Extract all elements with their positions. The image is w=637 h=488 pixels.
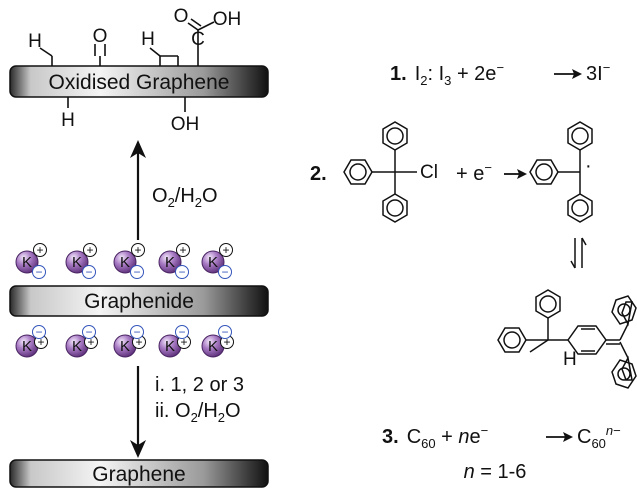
svg-text:−: − bbox=[178, 325, 185, 339]
svg-text:−: − bbox=[178, 265, 185, 279]
negative-charge: − bbox=[218, 325, 232, 339]
oxidised-graphene-label: Oxidised Graphene bbox=[49, 71, 230, 94]
reaction-3-equation: 3.C60 + ne− bbox=[382, 423, 488, 451]
oh-label: OH bbox=[213, 9, 242, 30]
potassium-ion: K +− bbox=[15, 325, 48, 358]
reaction-3-arrow bbox=[546, 432, 573, 442]
potassium-ion: K + − bbox=[158, 243, 190, 279]
svg-text:+: + bbox=[86, 243, 93, 257]
potassium-symbol: K bbox=[120, 338, 130, 355]
potassium-symbol: K bbox=[165, 338, 175, 355]
equilibrium-arrows bbox=[570, 237, 587, 269]
negative-charge: − bbox=[130, 265, 144, 279]
quench-conditions-line1: i. 1, 2 or 3 bbox=[155, 374, 244, 396]
oxidation-conditions: O2/H2O bbox=[152, 185, 218, 210]
potassium-symbol: K bbox=[208, 254, 218, 271]
svg-text:−: − bbox=[85, 325, 92, 339]
svg-text:+: + bbox=[87, 335, 94, 349]
oxidised-graphene-sheet: Oxidised Graphene bbox=[9, 65, 269, 98]
negative-charge: − bbox=[175, 325, 189, 339]
negative-charge: − bbox=[175, 265, 189, 279]
potassium-ion: K + − bbox=[201, 243, 233, 279]
graphenide-sheet: Graphenide bbox=[9, 285, 269, 317]
trityl-chloride-structure bbox=[343, 121, 417, 223]
positive-charge: + bbox=[33, 243, 47, 257]
svg-text:+: + bbox=[135, 335, 142, 349]
potassium-symbol: K bbox=[22, 254, 32, 271]
potassium-ion: K +− bbox=[65, 325, 98, 358]
negative-charge: − bbox=[82, 325, 96, 339]
negative-charge: − bbox=[82, 265, 96, 279]
svg-text:+: + bbox=[134, 243, 141, 257]
functional-group-labels: H O H O C OH H OH bbox=[28, 6, 241, 135]
reaction-3-product: C60n− bbox=[577, 423, 621, 451]
potassium-symbol: K bbox=[165, 254, 175, 271]
reaction-2-number: 2. bbox=[310, 163, 327, 185]
positive-charge: + bbox=[219, 243, 233, 257]
hydrogen-label: H bbox=[563, 349, 577, 370]
potassium-ion: K +− bbox=[158, 325, 191, 358]
c-label: C bbox=[191, 29, 205, 50]
svg-text:+: + bbox=[180, 335, 187, 349]
potassium-ion: K + − bbox=[113, 243, 145, 279]
positive-charge: + bbox=[131, 243, 145, 257]
potassium-symbol: K bbox=[120, 254, 130, 271]
potassium-ion: K +− bbox=[113, 325, 146, 358]
negative-charge: − bbox=[130, 325, 144, 339]
potassium-symbol: K bbox=[72, 338, 82, 355]
potassium-ion: K +− bbox=[201, 325, 234, 358]
h-label: H bbox=[28, 31, 42, 52]
reaction-1-equation: 1.I2: I3 + 2e− bbox=[390, 60, 504, 88]
h-label: H bbox=[61, 110, 75, 131]
negative-charge: − bbox=[32, 325, 46, 339]
h-label: H bbox=[141, 29, 155, 50]
chlorine-label: Cl bbox=[420, 162, 438, 183]
svg-text:+: + bbox=[222, 243, 229, 257]
dimer-right-phenyls bbox=[611, 295, 637, 389]
potassium-ion-row-top: K+−K+−K+−K+−K+− bbox=[15, 243, 233, 279]
svg-text:−: − bbox=[133, 325, 140, 339]
potassium-ion: K + − bbox=[15, 243, 47, 279]
graphenide-label: Graphenide bbox=[84, 290, 194, 313]
graphene-sheet: Graphene bbox=[9, 459, 269, 488]
reduction-arrow bbox=[130, 366, 146, 458]
o-label: O bbox=[93, 26, 108, 47]
functional-groups bbox=[39, 18, 215, 112]
oh-label: OH bbox=[171, 114, 200, 135]
potassium-symbol: K bbox=[72, 254, 82, 271]
negative-charge: − bbox=[218, 265, 232, 279]
svg-text:−: − bbox=[221, 325, 228, 339]
positive-charge: + bbox=[176, 243, 190, 257]
radical-dot: · bbox=[585, 155, 592, 177]
svg-text:+: + bbox=[223, 335, 230, 349]
svg-text:+: + bbox=[179, 243, 186, 257]
potassium-symbol: K bbox=[22, 338, 32, 355]
svg-text:−: − bbox=[133, 265, 140, 279]
reaction-1-product: 3I− bbox=[586, 60, 610, 85]
electron-addition: + e− bbox=[456, 160, 492, 185]
svg-text:−: − bbox=[85, 265, 92, 279]
trityl-radical-structure bbox=[529, 121, 593, 223]
positive-charge: + bbox=[83, 243, 97, 257]
svg-text:−: − bbox=[35, 265, 42, 279]
svg-text:+: + bbox=[36, 243, 43, 257]
svg-text:−: − bbox=[221, 265, 228, 279]
graphene-label: Graphene bbox=[92, 463, 185, 486]
negative-charge: − bbox=[32, 265, 46, 279]
potassium-symbol: K bbox=[208, 338, 218, 355]
svg-text:+: + bbox=[37, 335, 44, 349]
potassium-ion: K + − bbox=[65, 243, 97, 279]
o-label: O bbox=[174, 6, 189, 27]
oxidation-arrow bbox=[130, 140, 146, 240]
reaction-1-arrow bbox=[554, 69, 582, 79]
svg-text:−: − bbox=[35, 325, 42, 339]
reaction-2-arrow bbox=[504, 169, 527, 179]
quench-conditions-line2: ii. O2/H2O bbox=[155, 400, 241, 425]
charge-range-label: n = 1-6 bbox=[464, 461, 527, 483]
potassium-ion-row-bottom: K+−K+−K+−K+−K+− bbox=[15, 325, 234, 358]
